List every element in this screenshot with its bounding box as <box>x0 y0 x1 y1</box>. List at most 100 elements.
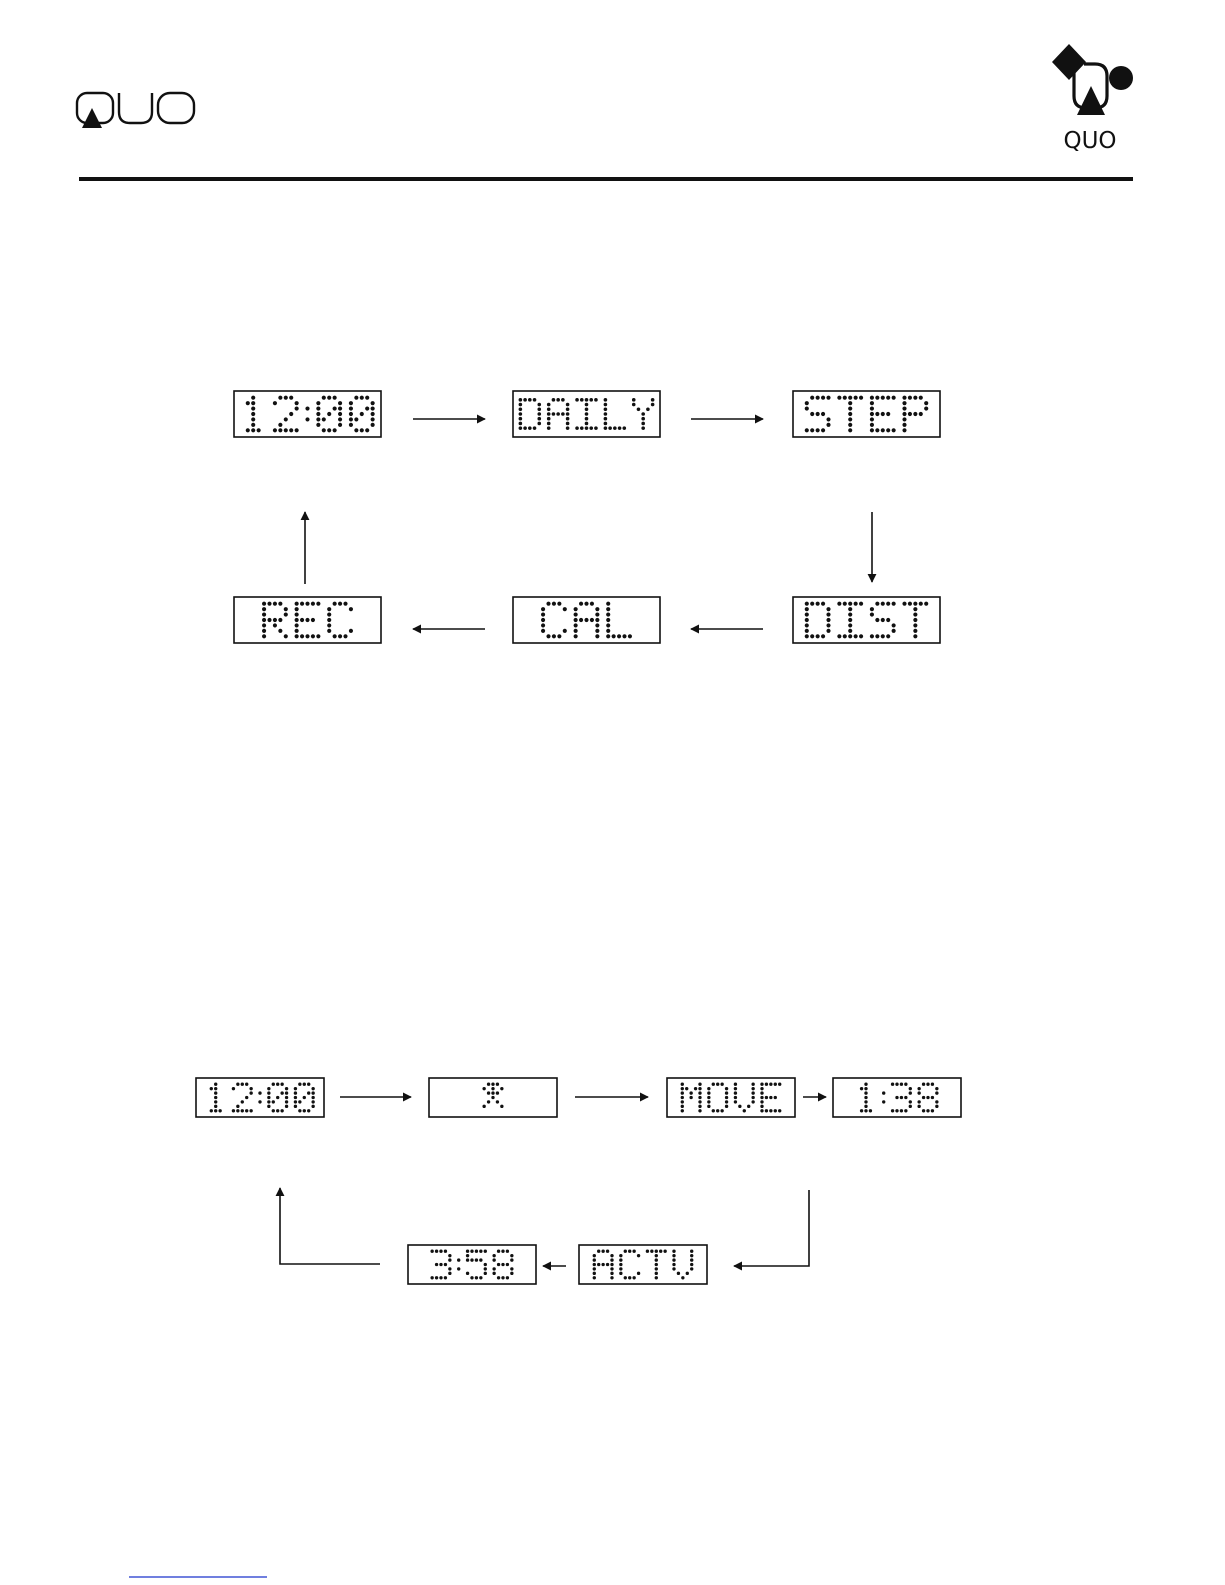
lcd-dot <box>935 1087 938 1090</box>
lcd-dot <box>848 396 852 400</box>
lcd-dot <box>931 1096 934 1099</box>
lcd-dot <box>262 618 266 622</box>
lcd-dot <box>810 428 814 432</box>
lcd-dot <box>882 1100 885 1103</box>
lcd-dot <box>917 1091 920 1094</box>
lcd-dot <box>295 634 299 638</box>
lcd-dot <box>774 1096 777 1099</box>
lcd-dot <box>892 602 896 606</box>
lcd-dot <box>249 1109 252 1112</box>
lcd-dot <box>497 1276 500 1279</box>
lcd-dot <box>327 613 331 617</box>
lcd-dot <box>294 1096 297 1099</box>
lcd-dot <box>618 426 622 430</box>
lcd-dot <box>267 1100 270 1103</box>
lcd-dot <box>860 1087 863 1090</box>
lcd-dot <box>917 1105 920 1108</box>
lcd-dot <box>500 1087 503 1090</box>
lcd-dot <box>698 1087 701 1090</box>
lcd-dot <box>870 607 874 611</box>
lcd-dot <box>595 618 599 622</box>
lcd-dot <box>470 1276 473 1279</box>
lcd-dot <box>444 1276 447 1279</box>
lcd-dot <box>774 1109 777 1112</box>
lcd-dot <box>496 1091 499 1094</box>
lcd-dot <box>537 417 541 421</box>
lcd-dot <box>650 1250 653 1253</box>
lcd-dot <box>900 1096 903 1099</box>
lcd-dot <box>606 618 610 622</box>
lcd-dot <box>371 423 375 427</box>
lcd-dot <box>875 428 879 432</box>
lcd-dot <box>316 423 320 427</box>
lcd-dot <box>595 613 599 617</box>
lcd-dot <box>305 407 309 411</box>
lcd-dot <box>902 417 906 421</box>
lcd-dot <box>566 417 570 421</box>
lcd-dot <box>734 1087 737 1090</box>
lcd-dot <box>892 623 896 627</box>
lcd-dot <box>694 1087 697 1090</box>
lcd-dot <box>278 602 282 606</box>
lcd-dot <box>738 1105 741 1108</box>
lcd-dot <box>864 1091 867 1094</box>
lcd-dot <box>435 1250 438 1253</box>
lcd-dot <box>628 1276 631 1279</box>
lcd-box-actv-time: 3:58 <box>408 1245 536 1284</box>
lcd-dot <box>875 634 879 638</box>
lcd-dot <box>919 396 923 400</box>
lcd-dot <box>646 1250 649 1253</box>
lcd-dot <box>655 1272 658 1275</box>
lcd-dot <box>575 426 579 430</box>
lcd-dot <box>547 407 551 411</box>
lcd-dot <box>681 1091 684 1094</box>
lcd-dot <box>448 1272 451 1275</box>
lcd-dot <box>751 1087 754 1090</box>
lcd-dot <box>698 1083 701 1086</box>
lcd-dot <box>860 1109 863 1112</box>
lcd-box-dist: DIST <box>793 597 940 643</box>
lcd-dot <box>913 396 917 400</box>
brand-name-right: QUO <box>1063 128 1116 154</box>
lcd-dot <box>613 426 617 430</box>
lcd-dot <box>617 634 621 638</box>
lcd-dot <box>552 634 556 638</box>
lcd-dot <box>913 412 917 416</box>
lcd-dot <box>333 396 337 400</box>
lcd-dot <box>869 1109 872 1112</box>
lcd-dot <box>214 1109 217 1112</box>
lcd-frame <box>234 391 381 437</box>
lcd-dot <box>895 1083 898 1086</box>
lcd-dot <box>338 401 342 405</box>
lcd-dot <box>593 1263 596 1266</box>
lcd-dot <box>457 1267 460 1270</box>
lcd-dot <box>908 396 912 400</box>
lcd-dot <box>537 403 541 407</box>
lcd-dot <box>882 1091 885 1094</box>
lcd-box-person <box>429 1078 557 1117</box>
lcd-dot <box>492 1272 495 1275</box>
lcd-dot <box>698 1096 701 1099</box>
lcd-dot <box>720 1083 723 1086</box>
lcd-dot <box>891 1083 894 1086</box>
lcd-dot <box>491 1096 494 1099</box>
activity-cycle-diagram: 12:00 MOVE 1:38 ACTV 3:58 <box>196 1078 961 1284</box>
lcd-dot <box>760 1091 763 1094</box>
lcd-dot <box>859 602 863 606</box>
lcd-dot <box>778 1109 781 1112</box>
lcd-dot <box>354 428 358 432</box>
lcd-dot <box>510 1267 513 1270</box>
lcd-dot <box>816 634 820 638</box>
lcd-dot <box>360 428 364 432</box>
lcd-dot <box>496 1100 499 1103</box>
lcd-dot <box>311 634 315 638</box>
lcd-dot <box>926 1096 929 1099</box>
lcd-dot <box>672 1250 675 1253</box>
lcd-dot <box>574 634 578 638</box>
lcd-dot <box>655 1263 658 1266</box>
lcd-dot <box>533 398 537 402</box>
lcd-dot <box>935 1091 938 1094</box>
lcd-dot <box>594 426 598 430</box>
lcd-dot <box>924 401 928 405</box>
